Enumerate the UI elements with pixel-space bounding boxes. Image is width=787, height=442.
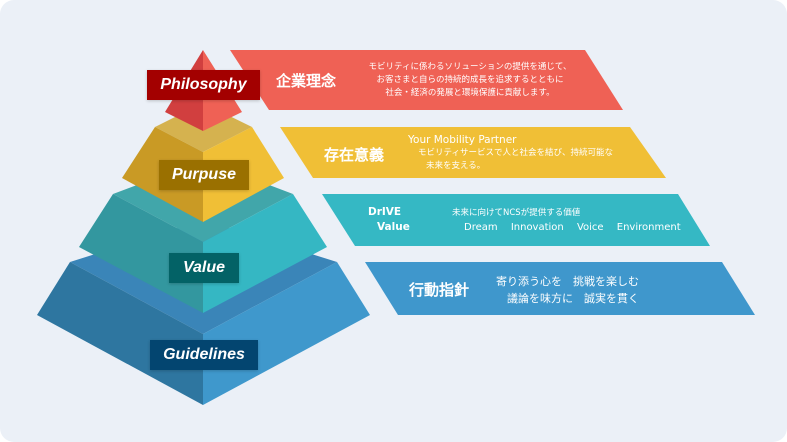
guidelines-line2: 議論を味方に 誠実を貫く [507, 292, 639, 305]
purpose-line: モビリティサービスで人と社会を結び、持続可能な [418, 148, 613, 158]
value-banner [322, 194, 710, 246]
philosophy-label: Philosophy [147, 70, 260, 100]
purpose-line: 未来を支える。 [426, 161, 486, 171]
value-title-line1: DrIVE [368, 206, 402, 218]
purpose-title: 存在意義 [324, 146, 385, 164]
value-word-innovation: Innovation [510, 222, 564, 233]
guidelines-banner [365, 262, 755, 315]
philosophy-banner [230, 50, 623, 110]
guidelines-title: 行動指針 [409, 281, 470, 299]
philosophy-title: 企業理念 [276, 72, 337, 90]
purpose-banner [280, 127, 666, 178]
value-word-environment: Environment [616, 222, 681, 233]
purpose-label: Purpuse [159, 160, 249, 190]
purpose-subtitle: Your Mobility Partner [408, 134, 517, 146]
value-title-line2: Value [377, 221, 410, 233]
value-word-voice: Voice [576, 222, 604, 233]
philosophy-line: 社会・経済の発展と環境保護に貢献します。 [385, 88, 555, 98]
philosophy-line: モビリティに係わるソリューションの提供を通じて、 [368, 62, 572, 72]
guidelines-line1: 寄り添う心を 挑戦を楽しむ [496, 275, 639, 288]
value-label: Value [169, 253, 239, 283]
guidelines-label: Guidelines [150, 340, 258, 370]
philosophy-line: お客さまと自らの持続的成長を追求するとともに [376, 75, 564, 85]
philosophy-description: モビリティに係わるソリューションの提供を通じて、 お客さまと自らの持続的成長を追… [360, 61, 580, 100]
value-words: Dream Innovation Voice Environment [464, 222, 681, 233]
value-word-dream: Dream [464, 222, 498, 233]
value-caption: 未来に向けてNCSが提供する価値 [452, 208, 581, 218]
